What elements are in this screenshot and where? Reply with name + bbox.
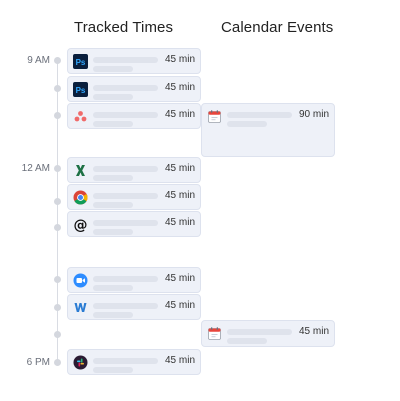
duration-label: 45 min	[164, 109, 195, 120]
calendar-icon	[207, 109, 222, 124]
calendar-event[interactable]: 45 min	[201, 320, 335, 347]
placeholder-bar	[93, 303, 158, 309]
placeholder-bar	[93, 94, 133, 100]
tracked-entry-slack[interactable]: 45 min	[67, 349, 201, 375]
placeholder-bar	[93, 166, 158, 172]
timeline-axis	[57, 60, 58, 362]
timeline-tick	[54, 359, 61, 366]
placeholder-bar	[227, 329, 292, 335]
tracked-entry-photoshop[interactable]: Ps 45 min	[67, 48, 201, 74]
placeholder-bar	[93, 312, 133, 318]
duration-label: 45 min	[164, 217, 195, 228]
timeline-tick	[54, 57, 61, 64]
timeline-tick	[54, 165, 61, 172]
placeholder-bar	[93, 121, 133, 127]
timeline-tick	[54, 112, 61, 119]
placeholder-bar	[93, 220, 158, 226]
photoshop-icon: Ps	[73, 82, 88, 97]
tracked-times-header: Tracked Times	[74, 19, 174, 36]
placeholder-bar	[93, 85, 158, 91]
placeholder-bar	[93, 66, 133, 72]
placeholder-bar	[227, 121, 267, 127]
duration-label: 45 min	[164, 273, 195, 284]
tracked-entry-photoshop[interactable]: Ps 45 min	[67, 76, 201, 102]
duration-label: 45 min	[164, 190, 195, 201]
timeline-tick	[54, 331, 61, 338]
duration-label: 45 min	[164, 54, 195, 65]
placeholder-bar	[93, 229, 133, 235]
placeholder-bar	[93, 285, 133, 291]
time-label-12am: 12 AM	[21, 163, 50, 174]
chrome-icon	[73, 190, 88, 205]
time-label-6pm: 6 PM	[26, 357, 50, 368]
tracked-entry-excel[interactable]: 45 min	[67, 157, 201, 183]
placeholder-bar	[93, 202, 133, 208]
timeline-tick	[54, 224, 61, 231]
duration-label: 45 min	[298, 326, 329, 337]
placeholder-bar	[93, 175, 133, 181]
tracked-entry-zoom[interactable]: 45 min	[67, 267, 201, 293]
placeholder-bar	[93, 112, 158, 118]
tracked-entry-word[interactable]: 45 min	[67, 294, 201, 320]
placeholder-bar	[227, 112, 292, 118]
placeholder-bar	[93, 193, 158, 199]
calendar-icon	[207, 326, 222, 341]
photoshop-icon: Ps	[73, 54, 88, 69]
timeline-tick	[54, 276, 61, 283]
duration-label: 90 min	[298, 109, 329, 120]
placeholder-bar	[93, 358, 158, 364]
time-label-9am: 9 AM	[27, 55, 50, 66]
tracked-entry-email[interactable]: @ 45 min	[67, 211, 201, 237]
timeline-tick	[54, 198, 61, 205]
duration-label: 45 min	[164, 82, 195, 93]
placeholder-bar	[93, 276, 158, 282]
tracked-entry-asana[interactable]: 45 min	[67, 103, 201, 129]
tracked-entry-chrome[interactable]: 45 min	[67, 184, 201, 210]
calendar-events-header: Calendar Events	[221, 19, 334, 36]
duration-label: 45 min	[164, 300, 195, 311]
timeline-tick	[54, 304, 61, 311]
placeholder-bar	[93, 57, 158, 63]
asana-icon	[73, 109, 88, 124]
excel-icon	[73, 163, 88, 178]
placeholder-bar	[227, 338, 267, 344]
duration-label: 45 min	[164, 163, 195, 174]
placeholder-bar	[93, 367, 133, 373]
calendar-event[interactable]: 90 min	[201, 103, 335, 157]
svg-text:Ps: Ps	[76, 58, 86, 67]
email-at-icon: @	[73, 217, 88, 233]
svg-text:Ps: Ps	[76, 86, 86, 95]
zoom-icon	[73, 273, 88, 288]
duration-label: 45 min	[164, 355, 195, 366]
word-icon	[73, 300, 88, 315]
timeline-tick	[54, 85, 61, 92]
slack-icon	[73, 355, 88, 370]
svg-text:@: @	[74, 218, 88, 233]
